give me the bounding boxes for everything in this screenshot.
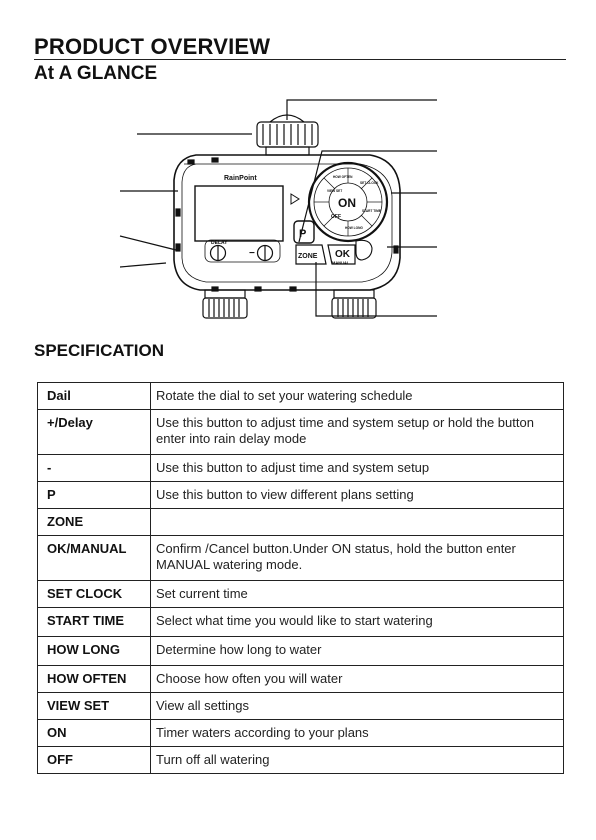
spec-value: Use this button to adjust time and syste… xyxy=(150,409,564,455)
dial xyxy=(307,161,389,243)
timer-body xyxy=(173,154,401,292)
zone-button-label: ZONE xyxy=(298,253,318,260)
callout-lines xyxy=(119,99,437,317)
spec-key: ZONE xyxy=(37,508,151,536)
spec-value: Select what time you would like to start… xyxy=(150,607,564,637)
title-divider xyxy=(34,59,566,60)
spec-value: Confirm /Cancel button.Under ON status, … xyxy=(150,535,564,581)
spec-key: +/Delay xyxy=(37,409,151,455)
spec-value: Timer waters according to your plans xyxy=(150,719,564,747)
spec-value: View all settings xyxy=(150,692,564,720)
spec-key: OFF xyxy=(37,746,151,774)
manual-label: MANUAL xyxy=(332,260,350,265)
spec-row: -Use this button to adjust time and syst… xyxy=(37,454,564,482)
dial-how-often-label: HOW OFTEN xyxy=(333,175,353,179)
ok-manual-button xyxy=(327,244,356,265)
page-title: PRODUCT OVERVIEW xyxy=(34,34,271,59)
dial-set-clock-label: SET CLOCK xyxy=(360,181,379,185)
spec-row: ZONE xyxy=(37,508,564,536)
section-heading-specification: SPECIFICATION xyxy=(34,341,165,360)
spec-value xyxy=(150,508,564,536)
section-heading-at-a-glance: At A GLANCE xyxy=(34,63,158,84)
spec-key: - xyxy=(37,454,151,482)
minus-button xyxy=(256,244,274,262)
hose-outlet-right xyxy=(331,289,377,319)
zone-button xyxy=(295,244,327,265)
dial-how-long-label: HOW LONG xyxy=(345,226,363,230)
spec-key: HOW OFTEN xyxy=(37,665,151,693)
delay-label: DELAY xyxy=(211,240,228,246)
delay-plus-button xyxy=(209,244,227,262)
lcd-screen xyxy=(194,185,284,242)
dial-start-time-label: START TIME xyxy=(362,209,381,213)
faucet-connector xyxy=(256,114,319,156)
dial-view-set-label: VIEW SET xyxy=(327,189,342,193)
spec-key: START TIME xyxy=(37,607,151,637)
spec-key: Dail xyxy=(37,382,151,410)
spec-key: SET CLOCK xyxy=(37,580,151,608)
spec-key: VIEW SET xyxy=(37,692,151,720)
spec-value: Rotate the dial to set your watering sch… xyxy=(150,382,564,410)
p-button-label: P xyxy=(299,228,306,240)
spec-value: Use this button to adjust time and syste… xyxy=(150,454,564,482)
spec-value: Determine how long to water xyxy=(150,636,564,666)
product-diagram: RainPoint DELAY − P ZONE OK MANUAL ON OF… xyxy=(119,99,437,319)
dial-on-label: ON xyxy=(338,196,356,210)
spec-value: Choose how often you will water xyxy=(150,665,564,693)
spec-key: OK/MANUAL xyxy=(37,535,151,581)
p-button xyxy=(293,220,315,244)
indicator-arrow-icon xyxy=(290,193,300,205)
spec-value: Set current time xyxy=(150,580,564,608)
brand-label: RainPoint xyxy=(224,175,257,182)
hose-outlet-left xyxy=(202,289,248,319)
spec-value: Turn off all watering xyxy=(150,746,564,774)
minus-label: − xyxy=(249,248,255,259)
spec-value: Use this button to view different plans … xyxy=(150,481,564,509)
hand-icon xyxy=(355,239,373,261)
spec-key: HOW LONG xyxy=(37,636,151,666)
spec-key: P xyxy=(37,481,151,509)
ok-button-label: OK xyxy=(335,249,351,260)
spec-key: ON xyxy=(37,719,151,747)
dial-off-label: OFF xyxy=(331,214,341,220)
